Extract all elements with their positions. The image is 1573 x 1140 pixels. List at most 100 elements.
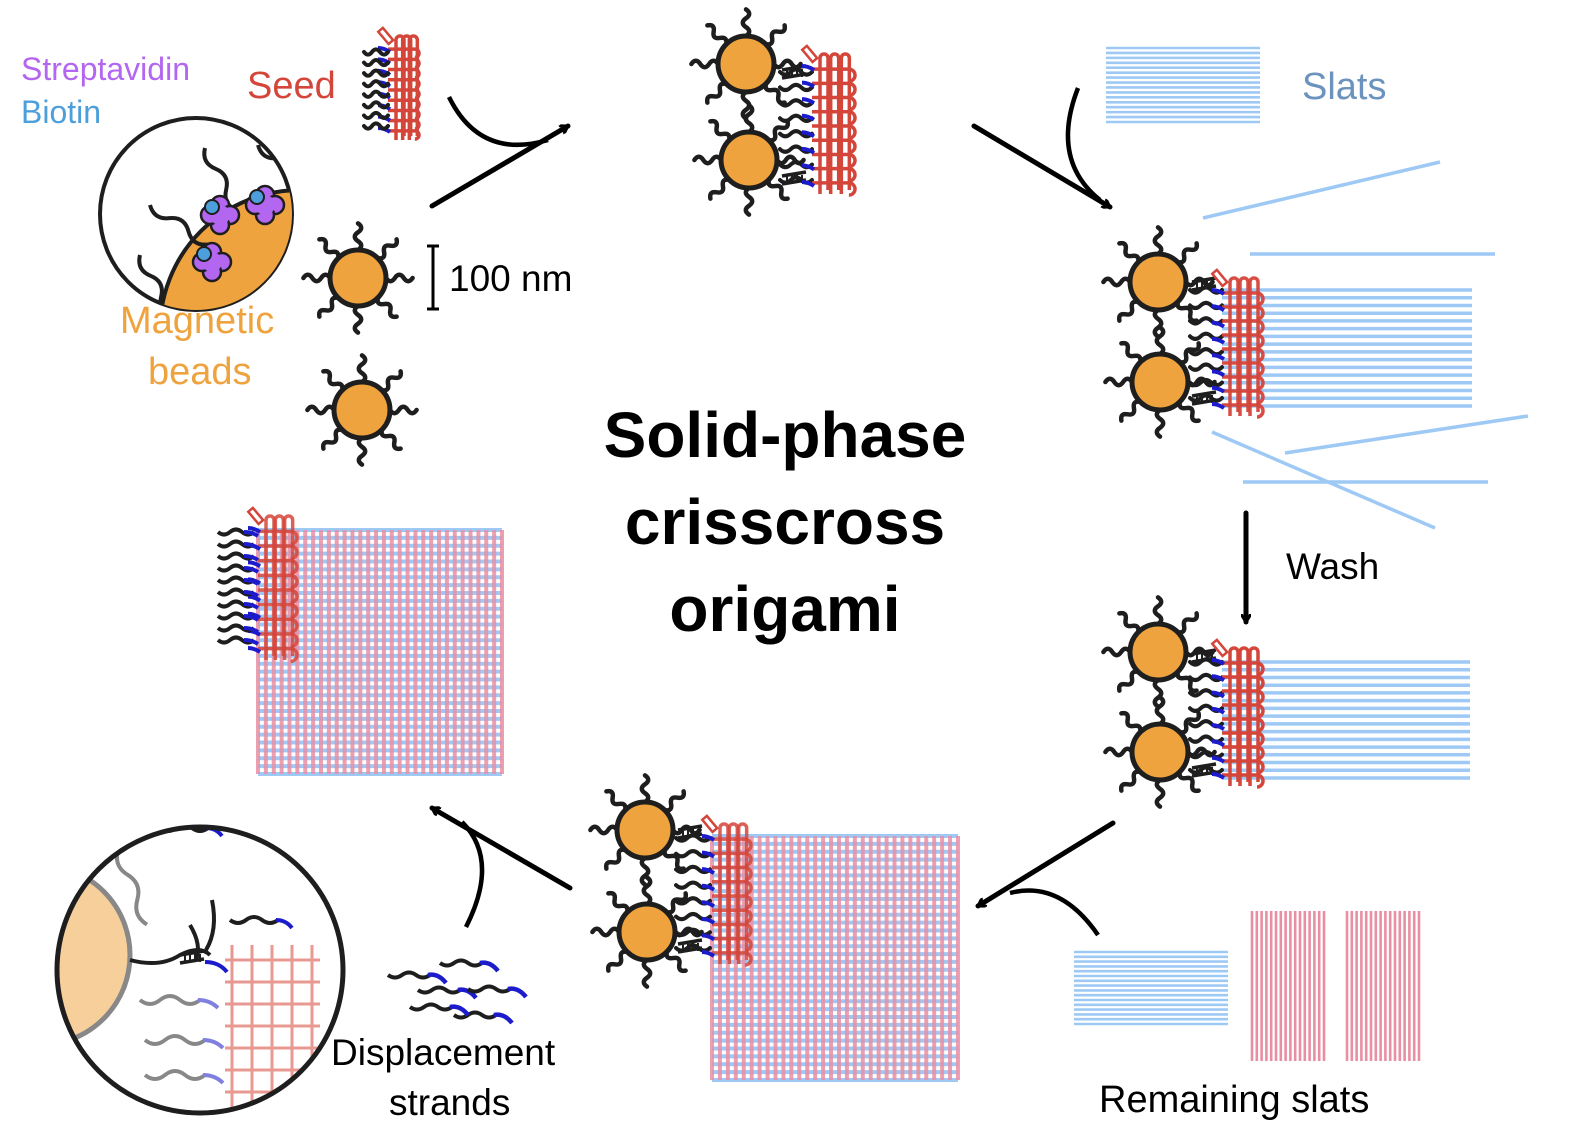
bead-core [718, 129, 780, 191]
displacement-toehold [427, 972, 448, 985]
zoom-inset-circle [54, 824, 346, 1116]
seed-column [1238, 646, 1250, 786]
seed-tab [376, 26, 395, 46]
handle-strand [801, 97, 816, 105]
bead-strand [1154, 325, 1166, 357]
linker-strand [778, 82, 814, 93]
slats-input-bundle [1106, 46, 1260, 124]
invading-strand [188, 899, 216, 961]
bead-strand [766, 119, 791, 143]
linker-strand [1188, 688, 1224, 698]
faded-strand [143, 1069, 207, 1081]
bead-strand [320, 427, 345, 451]
bead-strand [1101, 276, 1133, 288]
arrow-to-released-origami [429, 805, 573, 891]
bead-strand [1177, 399, 1201, 424]
linker-strand [362, 47, 390, 57]
bead-core [327, 247, 389, 309]
handle-strand [247, 611, 262, 620]
scale-bar-line [427, 244, 439, 311]
bead-strand [375, 295, 399, 320]
handle-strand [204, 960, 229, 974]
bead-strand [707, 177, 732, 201]
seed-tile [700, 814, 753, 967]
bead-core [331, 379, 393, 441]
bead-core [1127, 621, 1189, 683]
faded-toehold [202, 1073, 225, 1085]
remaining-pink-slats-2 [1345, 911, 1421, 1061]
linker-strand [362, 68, 390, 78]
bead-strand [379, 369, 404, 393]
bead-strand [704, 81, 729, 105]
handle-strand [701, 933, 716, 942]
magnetic-bead [692, 103, 806, 217]
seed-input-curve [446, 96, 549, 148]
released-duplex-strand [216, 623, 256, 633]
bead-strand [1118, 399, 1143, 423]
title-line-1: Solid-phase [603, 399, 967, 471]
bead-strand [1175, 611, 1200, 635]
faded-strand [143, 1034, 207, 1046]
bead-strand [1117, 240, 1141, 265]
displacement-strand [408, 1002, 454, 1012]
handle-strand [1211, 304, 1226, 312]
magnetic-beads-label-line2: beads [148, 351, 252, 393]
duplex-ladder [677, 938, 703, 954]
released-duplex-strand [216, 635, 256, 645]
streptavidin-label: Streptavidin [21, 51, 190, 87]
bead-strand [670, 824, 702, 836]
seed-column [828, 52, 841, 194]
linker-strand [362, 121, 390, 131]
linker-strand [674, 849, 712, 859]
displacement-toehold [275, 918, 294, 930]
handle-strand [701, 950, 716, 958]
linker-strand [1188, 377, 1224, 388]
magnetic-bead [1103, 325, 1217, 439]
released-handle [243, 542, 260, 550]
bead-strand [383, 272, 415, 284]
displacement-toehold [493, 1012, 514, 1025]
bead-strand [375, 237, 400, 261]
seed-column [1248, 276, 1260, 416]
unbound-slat [1211, 430, 1436, 530]
magnetic-bead [590, 875, 704, 989]
bead-strand [641, 875, 653, 907]
seed-tab [246, 506, 265, 526]
magnetic-bead [588, 773, 702, 887]
bead-strand [603, 847, 628, 871]
stage-slat-binding [1101, 160, 1529, 625]
bead-strand [352, 221, 364, 253]
bead-strand [708, 118, 732, 143]
bead-strand [316, 295, 341, 319]
linker-strands [362, 47, 390, 131]
linker-strand [362, 110, 390, 121]
seed-column [1248, 646, 1260, 786]
linker-strand [1188, 362, 1224, 372]
bead-strand [1118, 769, 1143, 793]
handle-strand [1211, 690, 1226, 699]
bead-core [1129, 721, 1191, 783]
handle-strand [1211, 385, 1226, 394]
arrow-to-grown-origami [975, 820, 1116, 909]
bead-strand [356, 353, 368, 385]
handle-strand [801, 64, 816, 72]
handle-strand [801, 180, 816, 188]
linker-strand [1188, 672, 1224, 683]
streptavidin-protein [191, 241, 233, 283]
bead-strand [1119, 340, 1143, 365]
released-duplex-strand [216, 611, 256, 621]
displacement-input-curve [460, 820, 485, 929]
remaining-pink-slats-1 [1250, 911, 1326, 1061]
linker-strand [362, 57, 390, 68]
linker-strand [778, 113, 814, 123]
bead-strand [1183, 276, 1215, 288]
bead-strand [662, 847, 686, 872]
bead-strand [305, 404, 337, 416]
handle-strand [247, 560, 262, 568]
bead-strand [1152, 677, 1164, 709]
seed-column [282, 514, 295, 660]
magnetic-bead [305, 353, 419, 467]
title-line-3: origami [669, 573, 901, 645]
seed-tile [246, 506, 299, 664]
bead-strand [689, 58, 721, 70]
